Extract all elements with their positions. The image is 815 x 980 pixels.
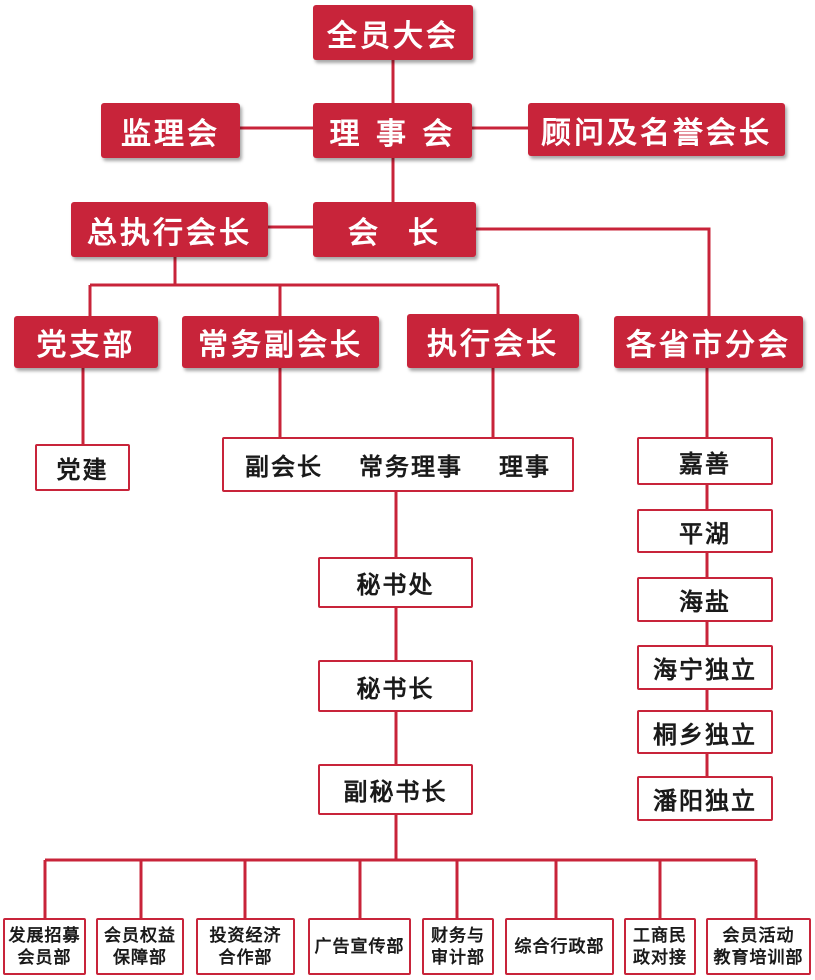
department-line1: 投资经济 bbox=[209, 925, 282, 946]
city-box-tongxiang: 桐乡独立 bbox=[637, 710, 773, 754]
department-box: 工商民 政对接 bbox=[624, 918, 696, 975]
party-building-box: 党建 bbox=[35, 444, 130, 491]
city-box-pinghu: 平湖 bbox=[637, 509, 773, 553]
department-line1: 会员权益 bbox=[104, 925, 176, 946]
department-line1: 综合行政部 bbox=[514, 936, 605, 957]
city-box-panyang: 潘阳独立 bbox=[637, 776, 773, 821]
department-box: 财务与 审计部 bbox=[422, 918, 494, 975]
vice-president-label: 副会长 bbox=[245, 452, 323, 481]
secretariat-office-box: 秘书处 bbox=[318, 557, 473, 608]
department-line2: 保障部 bbox=[113, 947, 167, 968]
department-box: 会员活动 教育培训部 bbox=[706, 918, 811, 975]
supervisory-board-box: 监理会 bbox=[101, 103, 240, 158]
secretary-general-box: 秘书长 bbox=[318, 660, 473, 712]
president-box: 会 长 bbox=[313, 202, 476, 257]
department-line1: 会员活动 bbox=[722, 925, 795, 946]
department-box: 会员权益 保障部 bbox=[96, 918, 184, 975]
department-box: 投资经济 合作部 bbox=[196, 918, 295, 975]
department-line2: 审计部 bbox=[431, 947, 485, 968]
general-assembly-box: 全员大会 bbox=[313, 5, 473, 60]
city-box-haiyan: 海盐 bbox=[637, 577, 773, 622]
department-line1: 工商民 bbox=[633, 925, 687, 946]
council-box: 理 事 会 bbox=[313, 103, 472, 158]
department-box: 发展招募 会员部 bbox=[3, 918, 86, 975]
director-label: 理事 bbox=[499, 452, 551, 481]
city-box-jiashan: 嘉善 bbox=[637, 437, 773, 485]
department-line2: 合作部 bbox=[218, 947, 273, 968]
department-line2: 政对接 bbox=[633, 947, 687, 968]
provincial-branches-box: 各省市分会 bbox=[614, 316, 803, 368]
chief-executive-president-box: 总执行会长 bbox=[71, 202, 268, 257]
advisors-box: 顾问及名誉会长 bbox=[528, 103, 785, 156]
department-line2: 教育培训部 bbox=[713, 947, 804, 968]
city-box-haining: 海宁独立 bbox=[637, 645, 773, 690]
department-box: 广告宣传部 bbox=[308, 918, 411, 975]
standing-director-label: 常务理事 bbox=[359, 452, 463, 481]
deputy-secretary-general-box: 副秘书长 bbox=[318, 764, 473, 815]
standing-vice-president-box: 常务副会长 bbox=[182, 316, 379, 368]
department-line2: 会员部 bbox=[17, 947, 72, 968]
department-line1: 广告宣传部 bbox=[314, 936, 405, 957]
executive-vice-president-box: 执行会长 bbox=[407, 314, 579, 368]
party-branch-box: 党支部 bbox=[14, 316, 158, 368]
council-members-box: 副会长 常务理事 理事 bbox=[222, 437, 574, 492]
department-line1: 发展招募 bbox=[8, 925, 81, 946]
department-line1: 财务与 bbox=[431, 925, 485, 946]
department-box: 综合行政部 bbox=[505, 918, 614, 975]
